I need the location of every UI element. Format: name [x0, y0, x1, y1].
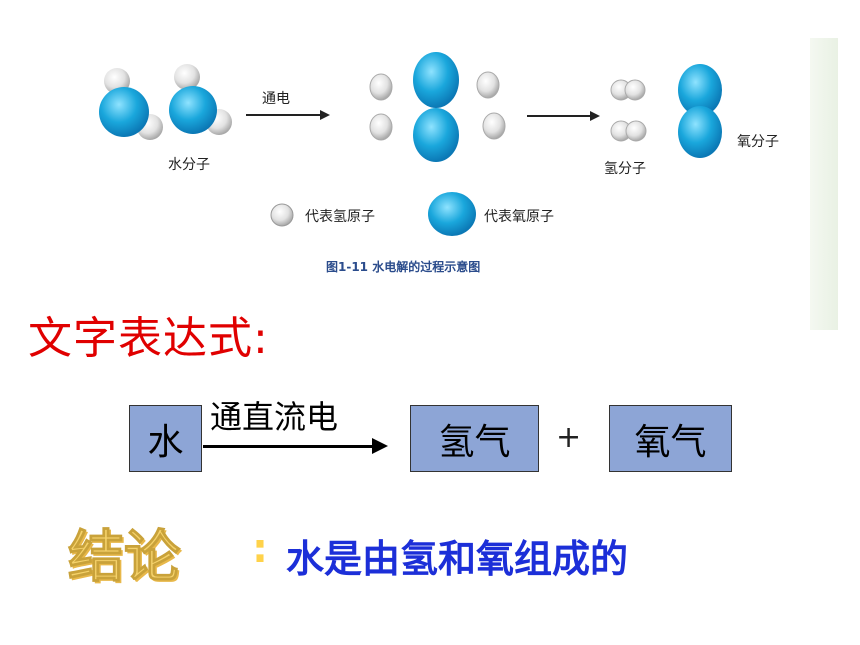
legend-oxygen-atom-icon — [428, 192, 476, 236]
conclusion-label: 结论 — [68, 525, 181, 591]
figure-caption: 图1-11 水电解的过程示意图 — [326, 260, 481, 274]
reactant-box: 水 — [129, 405, 202, 472]
reaction-arrow-1 — [246, 110, 330, 120]
equation-arrow-head-icon — [372, 438, 388, 454]
electrolysis-diagram — [99, 52, 722, 236]
oxygen-molecule — [678, 64, 722, 158]
reaction-condition: 通直流电 — [210, 398, 339, 436]
page-heading: 文字表达式: — [28, 313, 269, 364]
label-hydrogen-molecule: 氢分子 — [604, 161, 646, 177]
legend-hydrogen-atom-icon — [270, 203, 294, 227]
conclusion-text: 水是由氢和氧组成的 — [286, 537, 629, 581]
label-oxygen-molecule: 氧分子 — [737, 134, 779, 150]
product-oxygen-box: 氧气 — [609, 405, 732, 472]
label-water-molecule: 水分子 — [168, 157, 210, 173]
separated-atoms — [369, 52, 506, 162]
reaction-arrow-2 — [527, 111, 600, 121]
legend-hydrogen-label: 代表氢原子 — [305, 209, 375, 225]
decorative-side-strip — [810, 38, 838, 330]
equation-arrow-line — [203, 445, 375, 448]
conclusion-colon: : — [252, 526, 268, 572]
product-hydrogen-box: 氢气 — [410, 405, 539, 472]
label-electrolysis: 通电 — [262, 91, 290, 107]
hydrogen-molecules — [610, 79, 647, 142]
water-molecule-1 — [99, 68, 163, 140]
legend-oxygen-label: 代表氧原子 — [484, 209, 554, 225]
plus-sign: + — [556, 420, 582, 455]
water-molecule-2 — [169, 64, 232, 135]
